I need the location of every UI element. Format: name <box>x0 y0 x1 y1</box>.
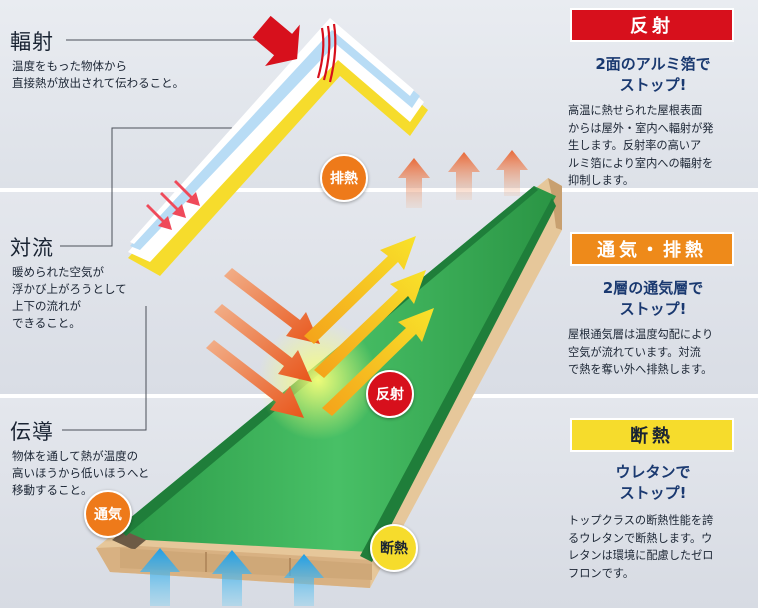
incoming-heat-arrows <box>206 268 320 418</box>
badge-insulate: 断熱 <box>370 524 418 572</box>
badge-reflect: 反射 <box>366 370 414 418</box>
panel-ventilation-tag: 通気・排熱 <box>570 232 734 266</box>
panel-insulation-tag: 断熱 <box>570 418 734 452</box>
term-conduction-desc: 物体を通して熱が温度の 高いほうから低いほうへと 移動すること。 <box>12 449 150 497</box>
band-separator <box>0 188 758 192</box>
panel-ventilation-body: 屋根通気層は温度勾配により 空気が流れています。対流 で熱を奪い外へ排熱します。 <box>568 328 714 376</box>
exhaust-arrows <box>398 150 528 208</box>
panel-reflection-body: 高温に熱せられた屋根表面 からは屋外・室内へ輻射が発 生します。反射率の高いア … <box>568 104 714 187</box>
term-radiation-title: 輻射 <box>10 30 54 54</box>
section-arrows <box>146 180 200 230</box>
radiation-arrow <box>252 15 337 83</box>
badge-exhaust: 排熱 <box>320 154 368 202</box>
intake-arrows <box>140 548 324 606</box>
panel-insulation-headline: ウレタンで ストップ! <box>615 463 691 502</box>
term-convection-title: 対流 <box>10 236 54 260</box>
reflected-heat-arrows <box>304 236 434 416</box>
panel-ventilation-headline: 2層の通気層で ストップ! <box>602 279 704 318</box>
leader-lines <box>60 39 258 431</box>
badge-vent: 通気 <box>84 490 132 538</box>
panel-reflection-tag: 反射 <box>570 8 734 42</box>
section-detail <box>128 18 428 276</box>
term-convection-desc: 暖められた空気が 浮かび上がろうとして 上下の流れが できること。 <box>12 265 127 330</box>
term-radiation-desc: 温度をもった物体から 直接熱が放出されて伝わること。 <box>12 59 185 90</box>
panel-reflection-headline: 2面のアルミ箔で ストップ! <box>595 55 711 94</box>
panel-insulation-body: トップクラスの断熱性能を誇 るウレタンで断熱します。ウ レタンは環境に配慮したゼ… <box>568 514 714 580</box>
term-conduction-title: 伝導 <box>10 420 54 444</box>
